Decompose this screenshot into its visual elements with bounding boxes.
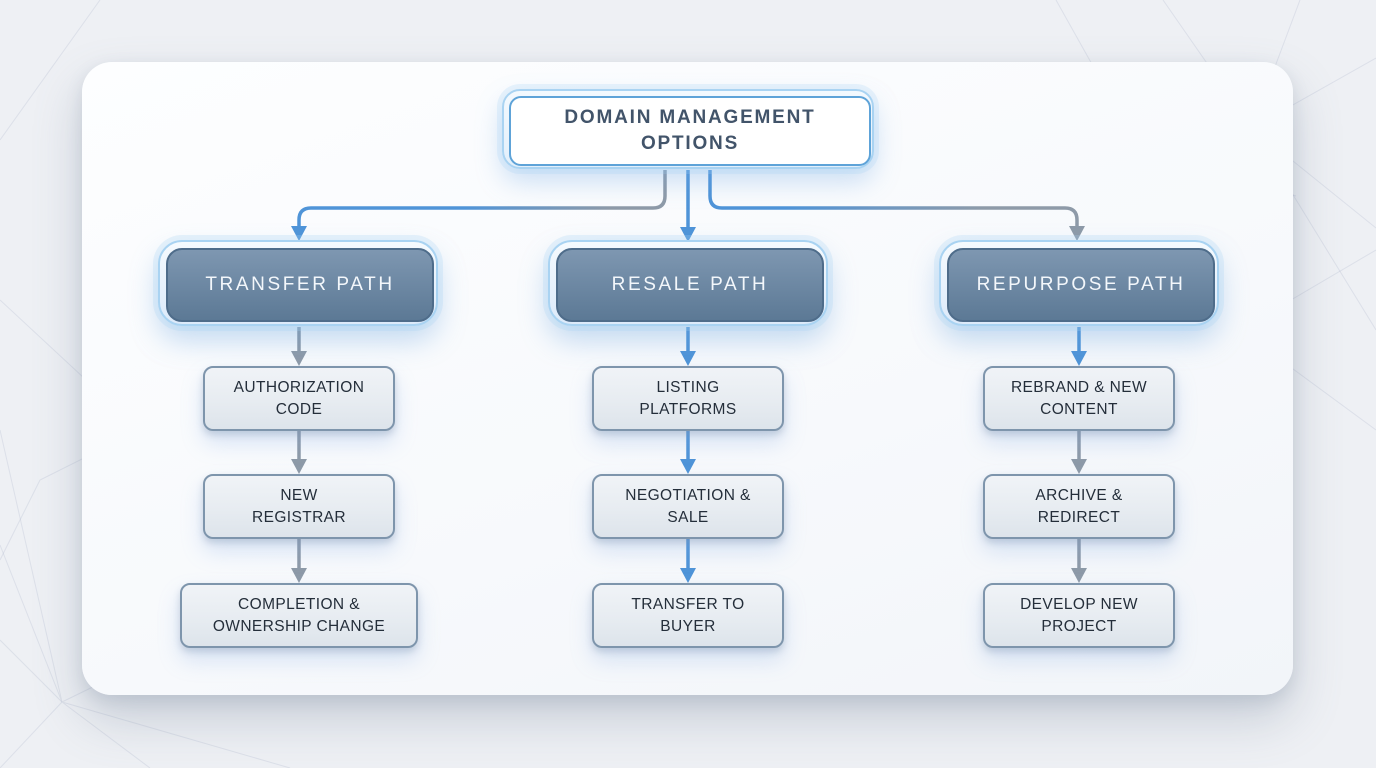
path-header-repurpose-ring: REPURPOSE PATH [939,240,1219,326]
path-header-transfer: TRANSFER PATH [166,248,434,322]
path-header-resale-ring: RESALE PATH [548,240,828,326]
path-header-repurpose: REPURPOSE PATH [947,248,1215,322]
step-authorization-code: AUTHORIZATION CODE [203,366,395,431]
step-completion-ownership-change: COMPLETION & OWNERSHIP CHANGE [180,583,418,648]
step-develop-new-project: DEVELOP NEW PROJECT [983,583,1175,648]
step-archive-redirect: ARCHIVE & REDIRECT [983,474,1175,539]
step-rebrand-new-content: REBRAND & NEW CONTENT [983,366,1175,431]
step-new-registrar: NEW REGISTRAR [203,474,395,539]
step-negotiation-sale: NEGOTIATION & SALE [592,474,784,539]
path-header-transfer-ring: TRANSFER PATH [158,240,438,326]
root-node: DOMAIN MANAGEMENT OPTIONS [509,96,871,166]
root-node-ring: DOMAIN MANAGEMENT OPTIONS [502,89,874,169]
step-listing-platforms: LISTING PLATFORMS [592,366,784,431]
path-header-resale: RESALE PATH [556,248,824,322]
step-transfer-to-buyer: TRANSFER TO BUYER [592,583,784,648]
